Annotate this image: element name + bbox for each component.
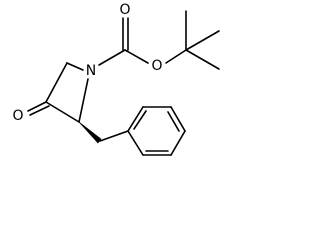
- bond-o-ester-c-quaternary: [165, 49, 187, 64]
- bond-c-carbonyl-o-ester: [124, 49, 149, 64]
- bond-phenyl-c3-c4: [170, 106, 186, 132]
- bond-phenyl-c4-c5: [170, 130, 186, 156]
- bond-c-quaternary-methyl-bottom: [185, 49, 220, 70]
- bond-c4-c3: [45, 62, 68, 103]
- bond-c3-o-ketone-b: [29, 105, 50, 116]
- bond-c2-ch2-wedge: [78, 121, 102, 144]
- bond-c3-o-ketone-a: [27, 101, 47, 112]
- atom-label-ester-oxygen: O: [151, 58, 162, 74]
- bond-c2-n1: [78, 78, 89, 123]
- bond-n1-c4: [66, 62, 84, 71]
- atom-label-ketone-oxygen: O: [12, 108, 23, 124]
- bond-phenyl-inner-2: [167, 111, 180, 132]
- atom-label-nitrogen: N: [86, 63, 96, 79]
- bond-phenyl-inner-1: [133, 110, 147, 130]
- molecule-structure-diagram: N O O O: [12, 2, 220, 156]
- bond-phenyl-c6-c1: [127, 130, 144, 156]
- bond-c-quaternary-methyl-right: [185, 30, 220, 51]
- bond-ch2-phenyl: [99, 130, 129, 142]
- bond-n1-c-carbonyl: [98, 49, 126, 66]
- atom-label-carbonyl-oxygen: O: [119, 2, 130, 18]
- bond-phenyl-c1-c2: [127, 106, 144, 132]
- bond-c3-c2: [45, 101, 80, 123]
